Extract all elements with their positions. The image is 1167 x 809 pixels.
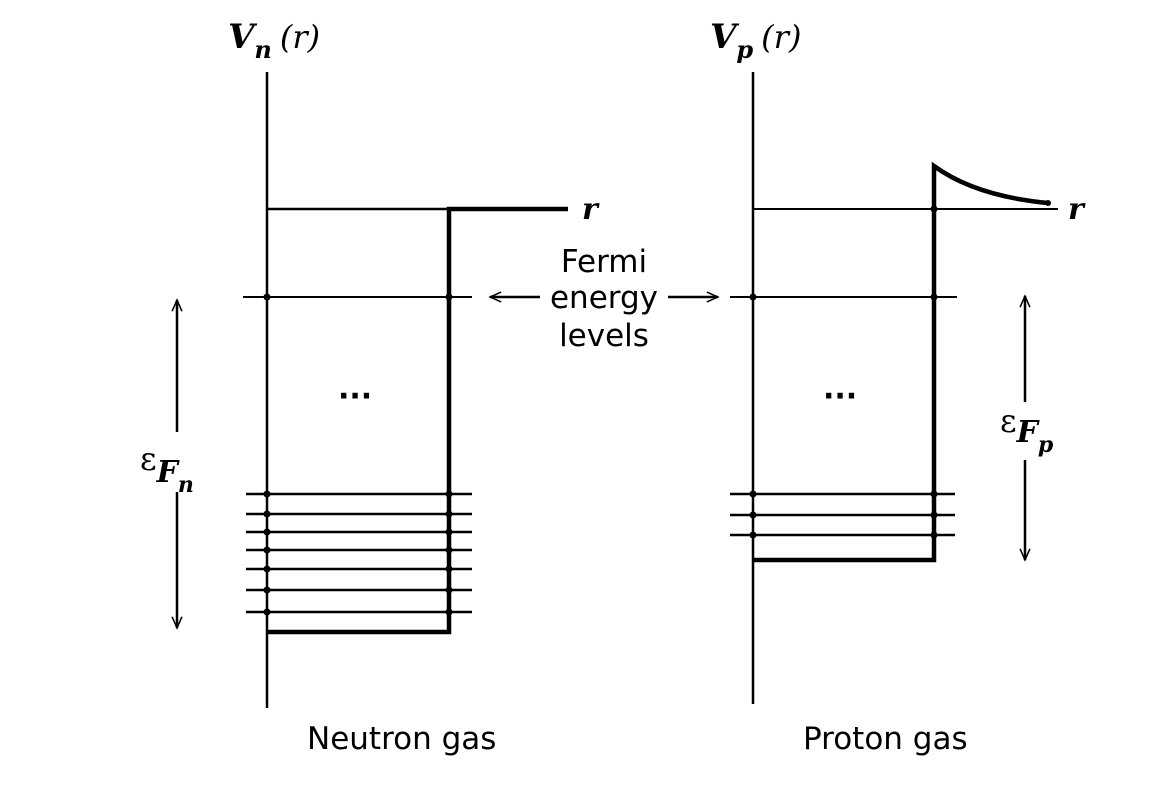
fermi-label-line3: levels <box>559 318 649 354</box>
proton-energy-levels <box>730 492 955 537</box>
proton-axis-crossing-dot <box>930 205 938 213</box>
fermi-levels-annotation: Fermi energy levels <box>490 244 718 354</box>
neutron-level-dots <box>263 490 453 616</box>
proton-fermi-dot-right <box>930 293 938 301</box>
neutron-ellipsis: ··· <box>338 379 372 414</box>
proton-r-label: r <box>1068 192 1086 227</box>
neutron-fermi-dot-left <box>263 293 271 301</box>
proton-potential-title: Vp(r) <box>710 17 801 64</box>
neutron-panel: Vn(r) r ··· <box>140 17 600 757</box>
proton-panel: Vp(r) r ··· εFp <box>710 17 1086 757</box>
proton-fermi-energy-label: εFp <box>1000 402 1054 458</box>
neutron-potential-title: Vn(r) <box>228 17 320 64</box>
neutron-fermi-dot-right <box>445 293 453 301</box>
proton-potential-well <box>753 161 1049 563</box>
neutron-caption: Neutron gas <box>307 721 496 757</box>
neutron-energy-levels <box>246 492 472 614</box>
proton-level-dots <box>749 490 938 539</box>
fermi-label-line2: energy <box>550 280 658 316</box>
proton-barrier-tail-dot <box>1045 200 1051 206</box>
proton-caption: Proton gas <box>803 721 968 757</box>
neutron-fermi-energy-label: εFn <box>140 440 194 498</box>
fermi-label-line1: Fermi <box>561 244 647 280</box>
proton-fermi-dot-left <box>749 293 757 301</box>
neutron-r-label: r <box>582 192 600 227</box>
proton-ellipsis: ··· <box>823 379 857 414</box>
neutron-potential-well <box>267 206 568 635</box>
